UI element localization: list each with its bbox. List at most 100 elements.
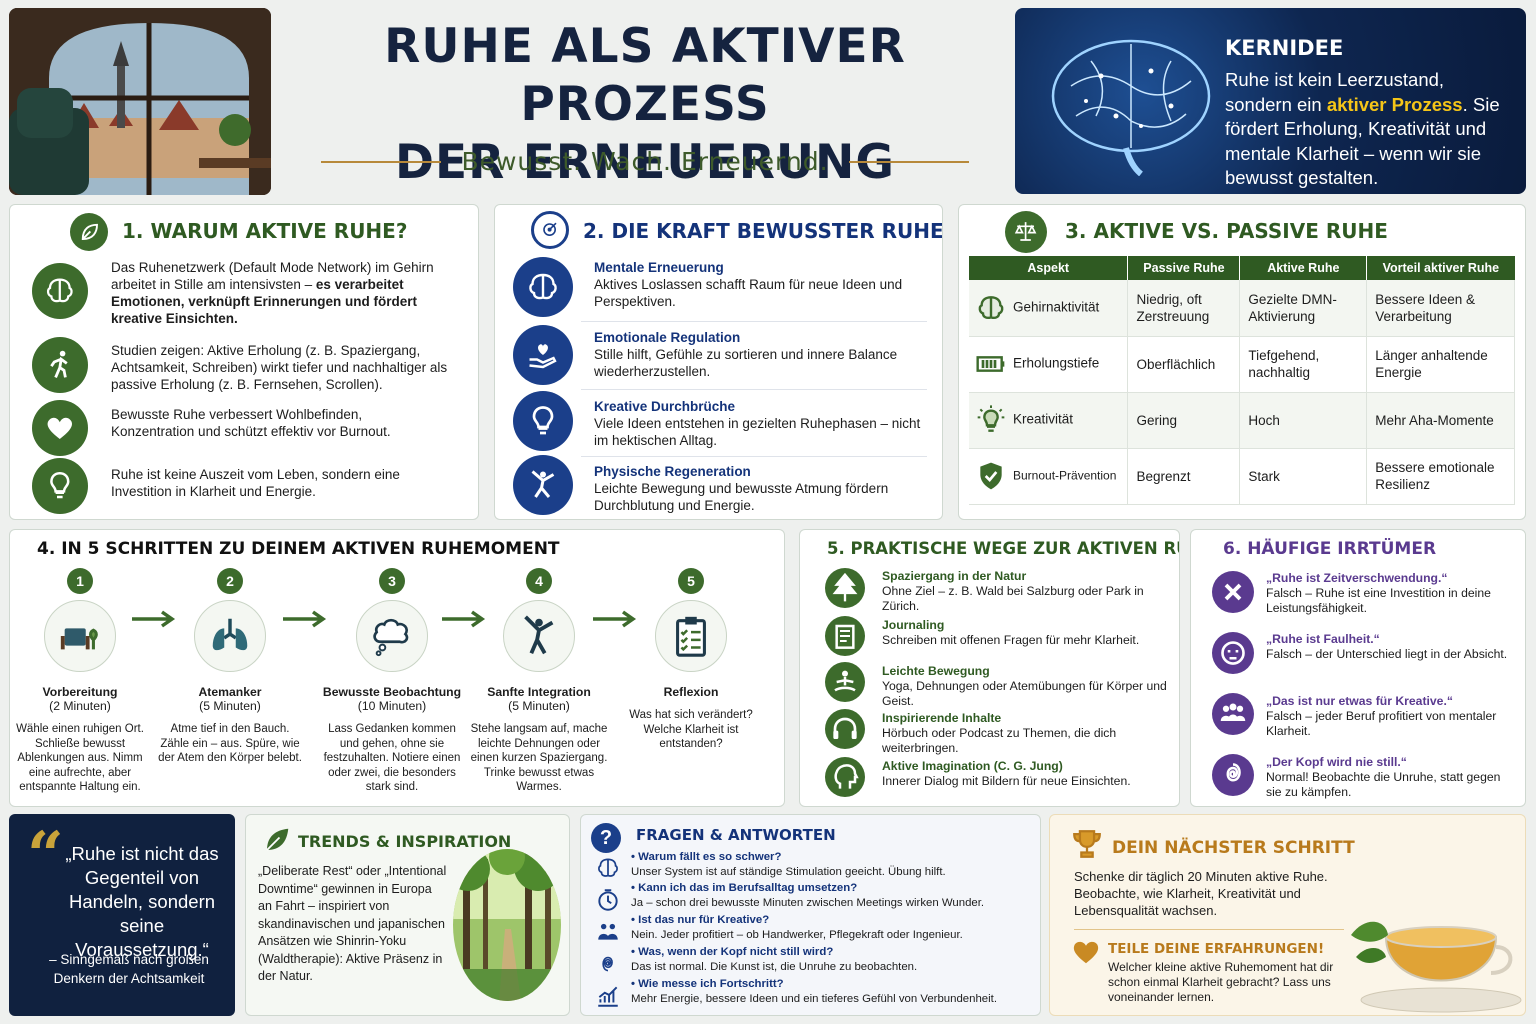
shield-check-icon <box>980 462 1002 490</box>
step-4: 4 Sanfte Integration (5 Minuten) Stehe l… <box>464 568 614 795</box>
stretch-icon <box>513 455 573 515</box>
people-icon <box>598 923 618 940</box>
faq-item: • Kann ich das im Berufsalltag umsetzen?… <box>631 882 985 909</box>
faq-item: • Ist das nur für Kreative?Nein. Jeder p… <box>631 914 963 941</box>
arrow-right-icon <box>442 610 486 628</box>
table-cell: Oberflächlich <box>1127 336 1241 393</box>
headphones-icon <box>825 709 865 749</box>
faq-item: • Was, wenn der Kopf nicht still wird?Da… <box>631 946 918 973</box>
table-row: Erholungstiefe Oberflächlich Tiefgehend,… <box>969 336 1515 393</box>
x-icon <box>1212 571 1254 613</box>
table-cell: Bessere Ideen & Verarbeitung <box>1366 280 1515 337</box>
runner-icon <box>32 337 88 393</box>
battery-icon <box>976 356 1005 372</box>
table-row: Burnout-Prävention Begrenzt Stark Besser… <box>969 448 1515 505</box>
next-step-panel: DEIN NÄCHSTER SCHRITT Schenke dir täglic… <box>1049 814 1526 1016</box>
table-cell: Gezielte DMN-Aktivierung <box>1239 280 1368 337</box>
target-icon <box>531 211 569 249</box>
yoga-icon <box>825 662 865 702</box>
arrow-right-icon <box>283 610 327 628</box>
trends-panel: TRENDS & INSPIRATION „Deliberate Rest“ o… <box>245 814 570 1016</box>
table-cell: Stark <box>1239 448 1368 505</box>
column-header: Aspekt <box>969 256 1129 280</box>
list-item: Aktive Imagination (C. G. Jung)Innerer D… <box>882 759 1131 788</box>
faq-panel: ? FRAGEN & ANTWORTEN • Warum fällt es so… <box>580 814 1041 1016</box>
brain-icon <box>513 257 573 317</box>
table-cell: Kreativität <box>969 392 1129 449</box>
divider <box>1074 929 1344 930</box>
page-title: RUHE ALS AKTIVER PROZESS DER ERNEUERUNG <box>384 19 906 190</box>
step-number: 1 <box>67 568 93 594</box>
arrow-right-icon <box>593 610 637 628</box>
people-icon <box>1212 693 1254 735</box>
clock-icon <box>598 889 618 911</box>
step-2: 2 Atemanker (5 Minuten) Atme tief in den… <box>155 568 305 766</box>
list-item: Bewusste Ruhe verbessert Wohlbefinden, K… <box>111 407 391 439</box>
list-item: „Das ist nur etwas für Kreative.“Falsch … <box>1266 694 1497 738</box>
table-row: Kreativität Gering Hoch Mehr Aha-Momente <box>969 392 1515 449</box>
section-title: 4. IN 5 SCHRITTEN ZU DEINEM AKTIVEN RUHE… <box>37 539 560 559</box>
scale-icon <box>1005 211 1047 253</box>
table-cell: Gering <box>1127 392 1241 449</box>
question-icon: ? <box>591 823 621 853</box>
table-cell: Begrenzt <box>1127 448 1241 505</box>
sleepy-face-icon <box>1212 632 1254 674</box>
table-cell: Gehirnaktivität <box>969 280 1129 337</box>
comparison-table: Aspekt Passive Ruhe Aktive Ruhe Vorteil … <box>969 256 1515 505</box>
leaf-icon <box>266 828 289 851</box>
column-header: Aktive Ruhe <box>1239 256 1368 280</box>
tree-icon <box>825 568 865 608</box>
quote-mark-icon: “ <box>27 818 64 893</box>
faq-item: • Wie messe ich Fortschritt?Mehr Energie… <box>631 978 998 1005</box>
section-haeufige-irrtuemer: 6. HÄUFIGE IRRTÜMER „Ruhe ist Zeitversch… <box>1190 529 1526 807</box>
table-cell: Länger anhaltende Energie <box>1366 336 1515 393</box>
table-cell: Mehr Aha-Momente <box>1366 392 1515 449</box>
lungs-icon <box>194 600 266 672</box>
list-item: Studien zeigen: Aktive Erholung (z. B. S… <box>111 343 448 392</box>
quote-attribution: – Sinngemäß nach großen Denkern der Acht… <box>49 952 209 986</box>
arrow-right-icon <box>132 610 176 628</box>
list-item: Ruhe ist keine Auszeit vom Leben, sonder… <box>111 467 400 499</box>
lightbulb-icon <box>32 458 88 514</box>
section-warum-aktive-ruhe: 1. WARUM AKTIVE RUHE? Das Ruhenetzwerk (… <box>9 204 479 520</box>
trends-text: „Deliberate Rest“ oder „Intentional Down… <box>258 864 447 983</box>
step-5: 5 Reflexion Was hat sich verändert? Welc… <box>616 568 766 752</box>
share-text: Welcher kleine aktive Ruhemoment hat dir… <box>1108 960 1334 1004</box>
head-icon <box>825 757 865 797</box>
heart-hand-icon <box>513 325 573 385</box>
stretch-icon <box>503 600 575 672</box>
divider <box>581 389 927 390</box>
kernidee-panel: KERNIDEE Ruhe ist kein Leerzustand, sond… <box>1015 8 1526 194</box>
brain-icon <box>978 295 1004 319</box>
list-item: Das Ruhenetzwerk (Default Mode Network) … <box>111 260 434 326</box>
step-number: 3 <box>379 568 405 594</box>
chart-icon <box>598 986 618 1007</box>
step-3: 3 Bewusste Beobachtung (10 Minuten) Lass… <box>317 568 467 795</box>
armchair-icon <box>44 600 116 672</box>
list-item: „Ruhe ist Faulheit.“Falsch – der Untersc… <box>1266 632 1508 661</box>
spiral-head-icon <box>1212 754 1254 796</box>
share-title: TEILE DEINE ERFAHRUNGEN! <box>1108 941 1325 957</box>
section-title: 2. DIE KRAFT BEWUSSTER RUHE <box>583 219 943 243</box>
section-title: 1. WARUM AKTIVE RUHE? <box>122 219 408 243</box>
section-praktische-wege: 5. PRAKTISCHE WEGE ZUR AKTIVEN RUHE Spaz… <box>799 529 1180 807</box>
step-number: 2 <box>217 568 243 594</box>
tea-cup-photo <box>1351 921 1522 1013</box>
clipboard-icon <box>655 600 727 672</box>
section-kraft-bewusster-ruhe: 2. DIE KRAFT BEWUSSTER RUHE Mentale Erne… <box>494 204 943 520</box>
section-title: 5. PRAKTISCHE WEGE ZUR AKTIVEN RUHE <box>827 539 1180 558</box>
table-cell: Erholungstiefe <box>969 336 1129 393</box>
next-step-text: Schenke dir täglich 20 Minuten aktive Ru… <box>1074 869 1328 918</box>
section-title: 3. AKTIVE VS. PASSIVE RUHE <box>1065 219 1388 243</box>
page-subtitle: Bewusst. Wach. Erneuernd. <box>300 147 990 176</box>
divider <box>321 160 442 163</box>
thought-cloud-icon <box>356 600 428 672</box>
section-title: FRAGEN & ANTWORTEN <box>636 826 836 844</box>
lightbulb-icon <box>977 405 1005 432</box>
faq-item: • Warum fällt es so schwer?Unser System … <box>631 851 946 878</box>
